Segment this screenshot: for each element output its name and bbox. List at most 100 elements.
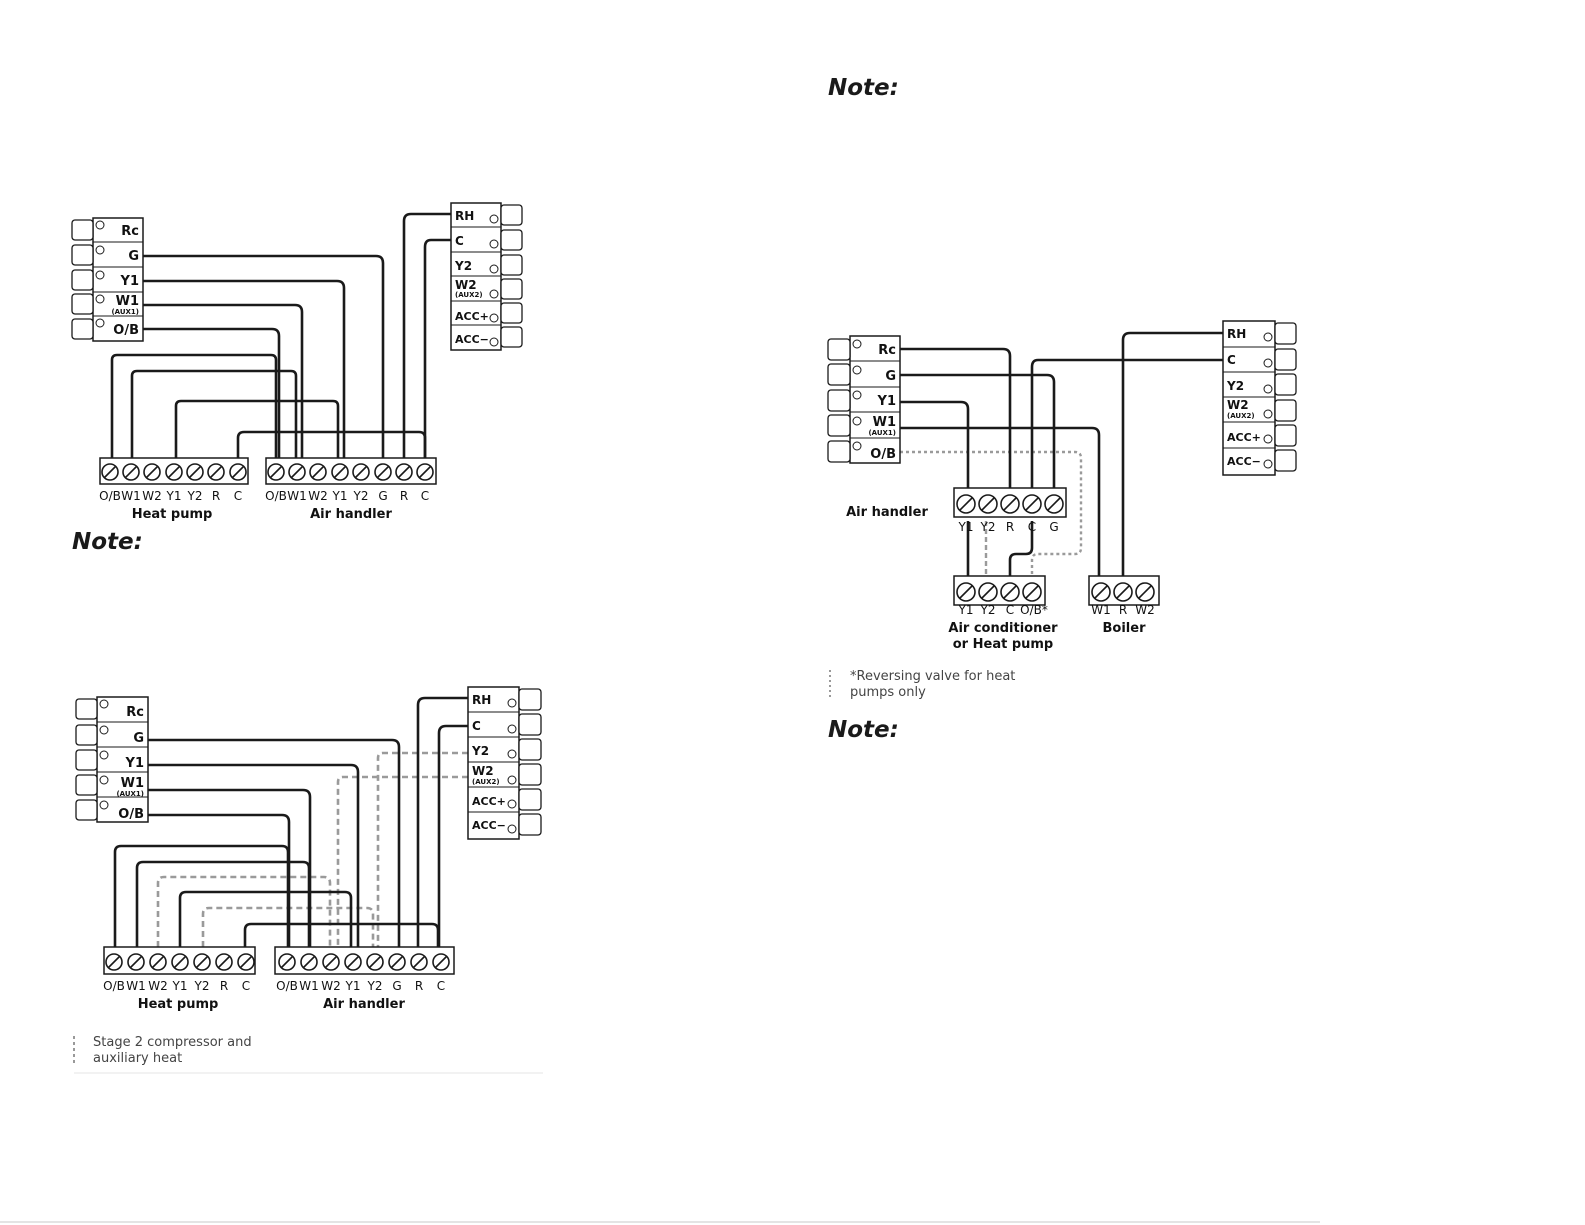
- terminal-rh-2: RH: [472, 693, 491, 707]
- heat-pump-block-1: O/B W1 W2 Y1 Y2 R C Heat pump: [99, 457, 249, 522]
- terminal-w2-3: W2: [1227, 398, 1249, 412]
- terminal-rc-2: Rc: [126, 705, 144, 720]
- terminal-rh-3: RH: [1227, 327, 1246, 341]
- thermostat-right-3: RH C Y2 W2 (AUX2) ACC+ ACC−: [1222, 320, 1297, 476]
- terminal-w1: W1: [116, 294, 139, 309]
- thermostat-right-2: RH C Y2 W2 (AUX2) ACC+ ACC−: [467, 686, 542, 840]
- terminal-ob-3: O/B: [870, 447, 896, 462]
- wire-w1-2: [148, 788, 312, 947]
- ac-terminal-y1: Y1: [958, 603, 974, 617]
- boiler-label: Boiler: [1103, 621, 1147, 636]
- terminal-rh: RH: [455, 209, 474, 223]
- ah2-terminal-ob: O/B: [276, 979, 298, 993]
- terminal-ob-2: O/B: [118, 807, 144, 822]
- ah1-terminal-g: G: [378, 489, 387, 503]
- ah1-terminal-y1: Y1: [332, 489, 348, 503]
- wire-y1-hp-2: [178, 890, 353, 947]
- hp1-terminal-ob: O/B: [99, 489, 121, 503]
- air-handler-block-3: Air handler Y1 Y2 R C G: [846, 487, 1067, 534]
- wire-c-hp-2: [243, 922, 440, 947]
- legend-reversing-valve-line2: pumps only: [850, 685, 926, 700]
- hp2-terminal-y1: Y1: [172, 979, 188, 993]
- ah1-terminal-r: R: [400, 489, 408, 503]
- terminal-w2-sub: (AUX2): [455, 291, 483, 299]
- air-handler-block-1: O/B W1 W2 Y1 Y2 G R C Air handler: [265, 457, 437, 522]
- diagram-1-wires: [110, 212, 451, 458]
- terminal-y2: Y2: [454, 259, 472, 273]
- wire-rh-3: [1121, 331, 1223, 576]
- wire-c-hp: [236, 430, 427, 458]
- ac-terminal-y2: Y2: [980, 603, 996, 617]
- ah3-terminal-c: C: [1028, 520, 1036, 534]
- hp2-terminal-w1: W1: [126, 979, 146, 993]
- diagram-1: Rc G Y1 W1 (AUX1) O/B: [71, 202, 523, 522]
- hp1-terminal-w2: W2: [142, 489, 162, 503]
- terminal-w2-sub-3: (AUX2): [1227, 412, 1255, 420]
- wire-c-ac: [1008, 521, 1034, 576]
- thermostat-left-1: Rc G Y1 W1 (AUX1) O/B: [71, 217, 144, 342]
- heat-pump-label-3: or Heat pump: [953, 637, 1054, 652]
- air-handler-label-2: Air handler: [323, 997, 405, 1012]
- ah2-terminal-g: G: [392, 979, 401, 993]
- ah2-terminal-y2: Y2: [367, 979, 383, 993]
- ah3-terminal-r: R: [1006, 520, 1014, 534]
- terminal-c: C: [455, 234, 464, 248]
- wire-w2-hp-dashed: [156, 875, 332, 947]
- ah1-terminal-w1: W1: [287, 489, 307, 503]
- wire-y2-dashed: [376, 751, 468, 947]
- boiler-terminal-r: R: [1119, 603, 1127, 617]
- ac-terminal-ob: O/B*: [1020, 603, 1048, 617]
- ah3-terminal-y2: Y2: [980, 520, 996, 534]
- note-label-bottom-right: Note:: [828, 717, 899, 743]
- boiler-terminal-w2: W2: [1135, 603, 1155, 617]
- terminal-acc-plus-3: ACC+: [1227, 431, 1261, 444]
- wire-c-2: [437, 724, 468, 947]
- ah1-terminal-y2: Y2: [353, 489, 369, 503]
- air-conditioner-label: Air conditioner: [948, 621, 1058, 636]
- wire-ob: [143, 327, 281, 458]
- terminal-c-3: C: [1227, 353, 1236, 367]
- wire-g-3: [900, 373, 1056, 488]
- note-label-top-right: Note:: [828, 75, 899, 101]
- diagram-3-wires: [900, 331, 1223, 576]
- terminal-acc-minus-2: ACC−: [472, 819, 506, 832]
- wire-y1-2: [148, 763, 360, 947]
- hp1-terminal-y2: Y2: [187, 489, 203, 503]
- ah2-terminal-r: R: [415, 979, 423, 993]
- terminal-w1-2: W1: [121, 776, 144, 791]
- wire-ob-2: [148, 813, 291, 947]
- terminal-acc-plus-2: ACC+: [472, 795, 506, 808]
- heat-pump-label-1: Heat pump: [132, 507, 213, 522]
- terminal-w1-3: W1: [873, 415, 896, 430]
- note-label-left: Note:: [72, 529, 143, 555]
- hp1-terminal-y1: Y1: [166, 489, 182, 503]
- terminal-w1-sub-2: (AUX1): [116, 790, 144, 798]
- legend-text-line2: auxiliary heat: [93, 1051, 182, 1066]
- ah2-terminal-c: C: [437, 979, 445, 993]
- terminal-g: G: [128, 249, 139, 264]
- thermostat-right-1: RH C Y2 W2 (AUX2) ACC+ ACC−: [450, 202, 523, 351]
- hp1-terminal-w1: W1: [121, 489, 141, 503]
- wire-rh-2: [416, 696, 468, 947]
- terminal-acc-plus: ACC+: [455, 310, 489, 323]
- wire-rh: [402, 212, 451, 458]
- terminal-y2-3: Y2: [1226, 379, 1244, 393]
- wire-rc-3: [900, 347, 1012, 488]
- thermostat-left-3: Rc G Y1 W1 (AUX1) O/B: [827, 335, 901, 464]
- air-handler-block-2: O/B W1 W2 Y1 Y2 G R C Air handler: [274, 946, 455, 1012]
- terminal-w2-sub-2: (AUX2): [472, 778, 500, 786]
- wire-ob-dotted: [900, 450, 1083, 576]
- boiler-terminal-w1: W1: [1091, 603, 1111, 617]
- legend-text-line1: Stage 2 compressor and: [93, 1035, 252, 1050]
- wire-y1-3: [900, 400, 970, 488]
- terminal-rc: Rc: [121, 224, 139, 239]
- wire-y1: [143, 279, 346, 458]
- terminal-y1-2: Y1: [125, 756, 144, 771]
- terminal-y1: Y1: [120, 274, 139, 289]
- terminal-acc-minus: ACC−: [455, 333, 489, 346]
- terminal-y1-3: Y1: [877, 394, 896, 409]
- terminal-w2: W2: [455, 278, 477, 292]
- ah1-terminal-w2: W2: [308, 489, 328, 503]
- hp2-terminal-r: R: [220, 979, 228, 993]
- ah1-terminal-c: C: [421, 489, 429, 503]
